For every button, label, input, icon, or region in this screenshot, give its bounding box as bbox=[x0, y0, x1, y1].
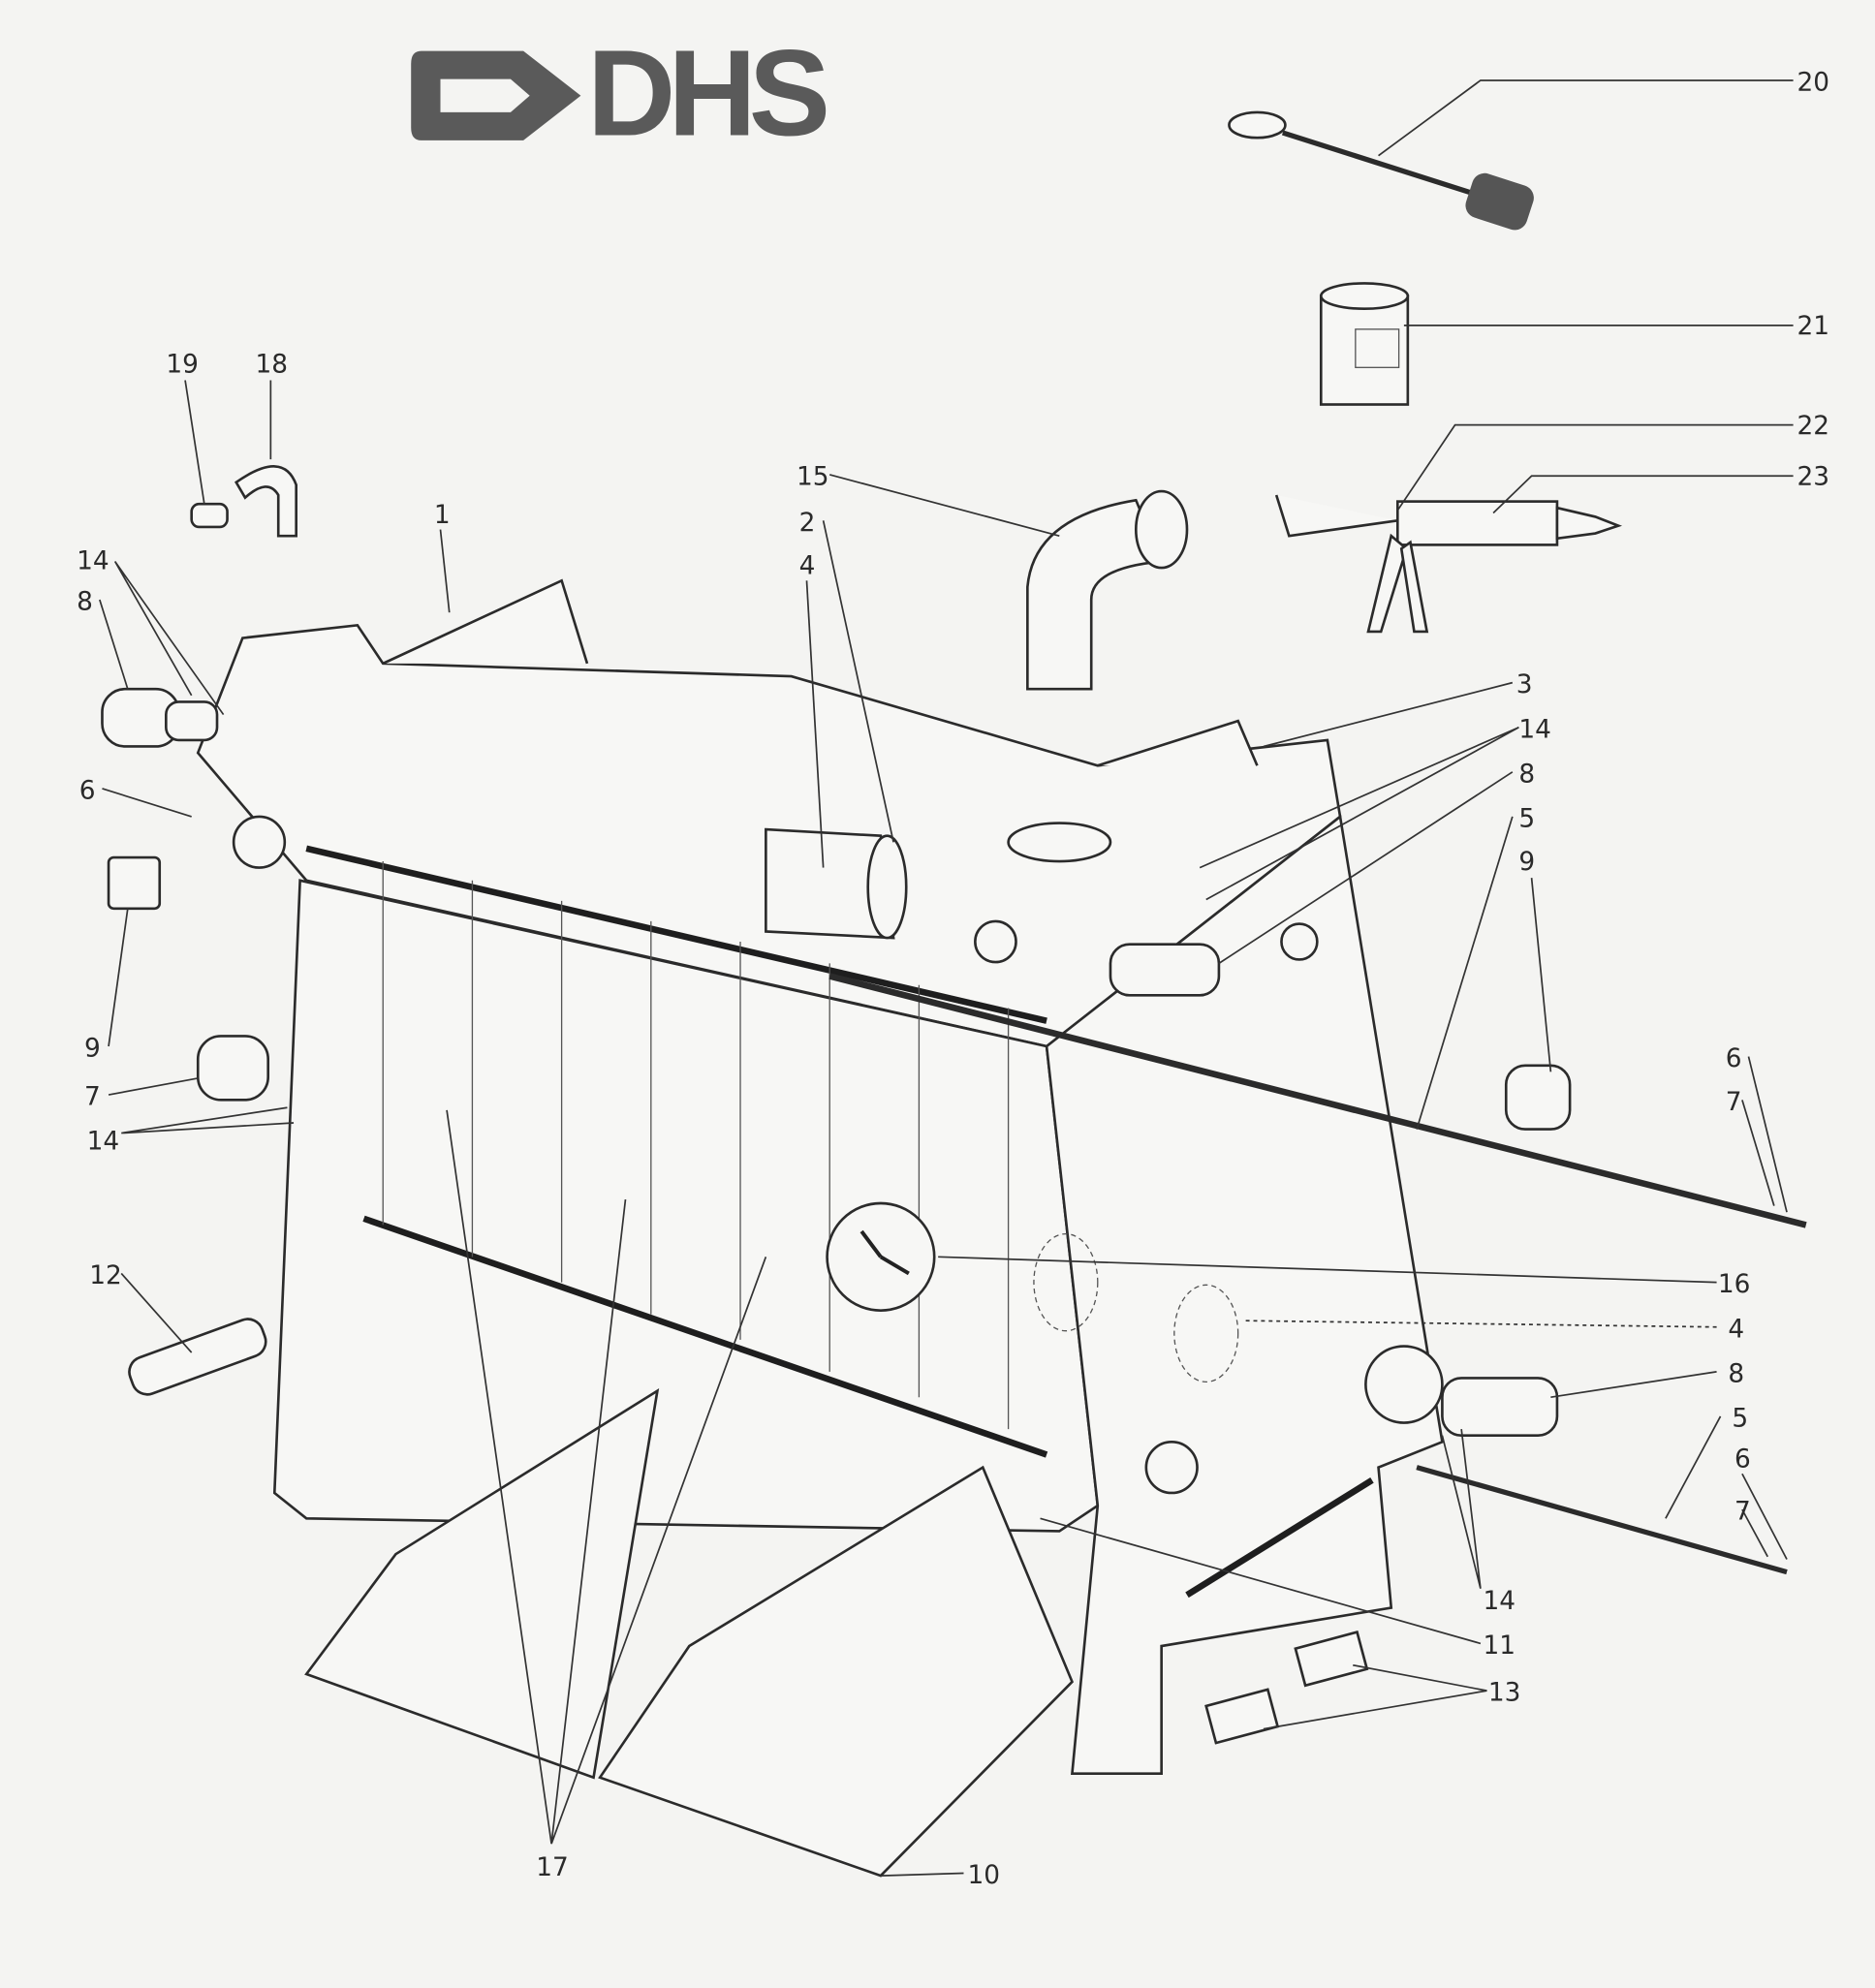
callout-6: 6 bbox=[1734, 1445, 1751, 1475]
callout-17: 17 bbox=[536, 1853, 569, 1882]
callout-19: 19 bbox=[166, 351, 199, 380]
callout-14: 14 bbox=[77, 546, 109, 575]
spacer-blocks bbox=[1204, 1630, 1369, 1745]
dhs-logo: DHS bbox=[411, 25, 834, 162]
callout-23: 23 bbox=[1797, 462, 1830, 491]
callout-9: 9 bbox=[84, 1035, 101, 1064]
callout-6: 6 bbox=[79, 776, 96, 805]
drain-valve bbox=[128, 1318, 267, 1396]
callout-3: 3 bbox=[1516, 670, 1533, 699]
callout-12: 12 bbox=[89, 1261, 122, 1290]
callout-18: 18 bbox=[256, 351, 289, 380]
sealant-can bbox=[1319, 282, 1410, 406]
callout-8: 8 bbox=[1518, 760, 1535, 789]
callout-14: 14 bbox=[1484, 1587, 1516, 1616]
callout-5: 5 bbox=[1732, 1404, 1748, 1433]
logo-text: DHS bbox=[587, 25, 827, 162]
callout-16: 16 bbox=[1718, 1270, 1751, 1299]
callout-7: 7 bbox=[1734, 1498, 1751, 1527]
callout-8: 8 bbox=[1728, 1359, 1744, 1388]
callout-4: 4 bbox=[1728, 1315, 1744, 1344]
callout-labels: 20 21 22 23 19 18 1 15 2 4 14 8 6 9 7 14… bbox=[77, 69, 1829, 1890]
callout-22: 22 bbox=[1797, 412, 1830, 441]
callout-2: 2 bbox=[799, 509, 816, 538]
callout-1: 1 bbox=[434, 501, 451, 530]
callout-8: 8 bbox=[77, 588, 93, 617]
elbow-fitting bbox=[190, 465, 297, 538]
callout-5: 5 bbox=[1518, 804, 1535, 833]
callout-21: 21 bbox=[1797, 312, 1830, 341]
callout-6: 6 bbox=[1726, 1044, 1742, 1073]
callout-7: 7 bbox=[84, 1083, 101, 1112]
callout-10: 10 bbox=[967, 1861, 1000, 1890]
callout-20: 20 bbox=[1797, 69, 1830, 98]
callout-9: 9 bbox=[1518, 848, 1535, 877]
callout-14: 14 bbox=[87, 1128, 120, 1157]
caulking-gun bbox=[1274, 494, 1623, 634]
tie-rods bbox=[828, 973, 1807, 1575]
callout-4: 4 bbox=[799, 552, 816, 581]
callout-7: 7 bbox=[1726, 1088, 1742, 1117]
bushings bbox=[101, 687, 1572, 1438]
thermometer bbox=[826, 1201, 936, 1312]
cleaning-brush bbox=[1228, 110, 1534, 231]
callout-14: 14 bbox=[1518, 715, 1551, 744]
callout-15: 15 bbox=[797, 462, 829, 491]
callout-11: 11 bbox=[1484, 1631, 1516, 1661]
flue-pipe bbox=[1026, 489, 1189, 691]
leader-lines bbox=[99, 79, 1794, 1877]
callout-13: 13 bbox=[1488, 1679, 1521, 1708]
